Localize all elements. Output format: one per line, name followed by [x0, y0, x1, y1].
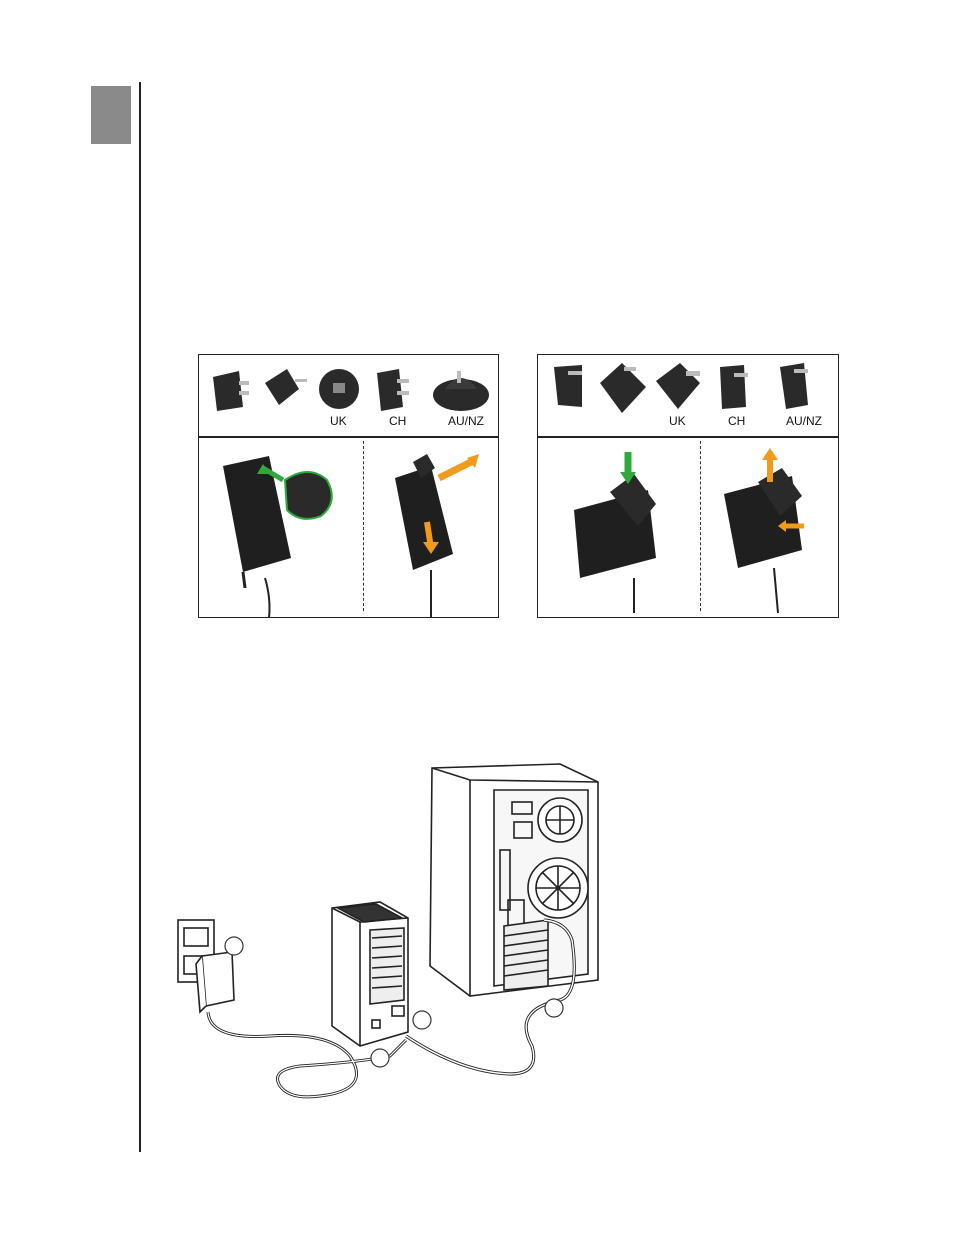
release-clip-step-icon	[199, 438, 498, 615]
adapter-panel-right: UK CH AU/NZ	[537, 354, 839, 618]
eu-plug-clip-icon	[265, 369, 307, 405]
power-adapter-icon	[196, 952, 234, 1012]
plug-label-ch: CH	[728, 414, 745, 428]
plug-label-uk: UK	[330, 414, 347, 428]
margin-rule	[139, 82, 141, 1152]
step-separator	[363, 441, 364, 611]
ch-plug-clip-icon	[720, 365, 748, 409]
us-plug-clip-icon	[554, 365, 582, 407]
plug-label-uk: UK	[669, 414, 686, 428]
ch-plug-clip-icon	[377, 369, 409, 411]
step-marker-1	[225, 937, 243, 955]
step-marker-2	[413, 1011, 431, 1029]
plug-label-au-nz: AU/NZ	[786, 414, 822, 428]
au-nz-plug-clip-icon	[780, 363, 808, 409]
plug-label-ch: CH	[389, 414, 406, 428]
release-clip-step-icon	[538, 438, 838, 615]
adapter-panel-left: UK CH AU/NZ	[198, 354, 499, 618]
uk-plug-clip-icon	[319, 369, 359, 409]
plug-clip-row: UK CH AU/NZ	[538, 355, 838, 435]
adapter-steps	[538, 438, 838, 615]
chapter-tab	[91, 86, 131, 144]
eu-plug-clip-icon	[600, 363, 646, 413]
us-plug-clip-icon	[213, 371, 249, 411]
connection-illustration	[160, 760, 610, 1105]
connection-diagram	[160, 760, 610, 1105]
step-marker-3	[371, 1049, 389, 1067]
au-nz-plug-clip-icon	[433, 371, 489, 411]
plug-label-au-nz: AU/NZ	[448, 414, 484, 428]
external-drive-icon	[332, 902, 408, 1046]
step-separator	[700, 441, 701, 611]
uk-plug-clip-icon	[656, 363, 700, 409]
step-marker-4	[545, 999, 563, 1017]
adapter-steps	[199, 438, 498, 615]
plug-clip-row: UK CH AU/NZ	[199, 355, 498, 435]
